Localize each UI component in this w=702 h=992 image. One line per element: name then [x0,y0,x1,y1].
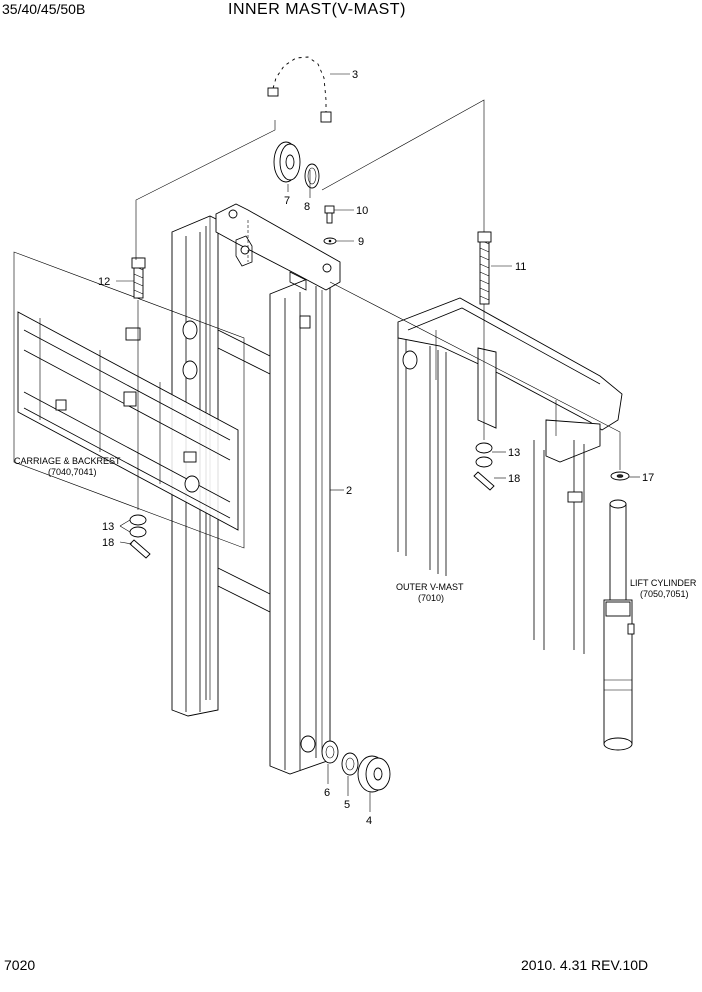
callout-17: 17 [642,472,654,484]
callout-11: 11 [515,261,526,273]
outer-v-mast [397,297,623,654]
callout-18-right: 18 [508,473,520,485]
callout-12: 12 [98,276,110,288]
roller-4 [357,755,391,793]
nut-set-right [473,442,495,491]
washer-part [323,237,337,245]
assembly-guide-lines [135,99,621,510]
callout-10: 10 [356,205,368,217]
callout-6: 6 [324,787,330,799]
carriage-backrest-assembly [13,251,245,549]
shim-5 [341,752,359,776]
anchor-bolt-12 [131,257,146,299]
callout-18-left: 18 [102,537,114,549]
callout-13-right: 13 [508,447,520,459]
outer-mast-caption-line2: (7010) [418,593,444,603]
inner-mast-frame [171,203,341,775]
callout-4: 4 [366,815,372,827]
nut-set-left [129,514,151,559]
callout-2: 2 [346,485,352,497]
callout-3: 3 [352,69,358,81]
callout-9: 9 [358,236,364,248]
page-title: INNER MAST(V-MAST) [228,1,406,18]
callout-13-left: 13 [102,521,114,533]
chain-part [267,54,332,123]
leader-lines [116,73,640,812]
page-number: 7020 [4,957,36,973]
lift-cylinder [603,499,635,751]
callout-8: 8 [304,201,310,213]
bolt-part [324,205,335,224]
lift-cylinder-caption-line1: LIFT CYLINDER [630,578,697,588]
callout-7: 7 [284,195,290,207]
carriage-caption-line2: (7040,7041) [48,467,97,477]
washer-17 [610,471,630,481]
revision-date: 2010. 4.31 REV.10D [521,957,649,973]
anchor-bolt-11 [477,231,492,305]
snap-ring-part [304,163,320,189]
model-number: 35/40/45/50B [2,1,86,17]
carriage-caption-line1: CARRIAGE & BACKREST [14,456,121,466]
sheave-part [273,141,301,183]
outer-mast-caption-line1: OUTER V-MAST [396,582,464,592]
lift-cylinder-caption-line2: (7050,7051) [640,589,689,599]
shim-6 [321,740,339,764]
callout-5: 5 [344,799,350,811]
